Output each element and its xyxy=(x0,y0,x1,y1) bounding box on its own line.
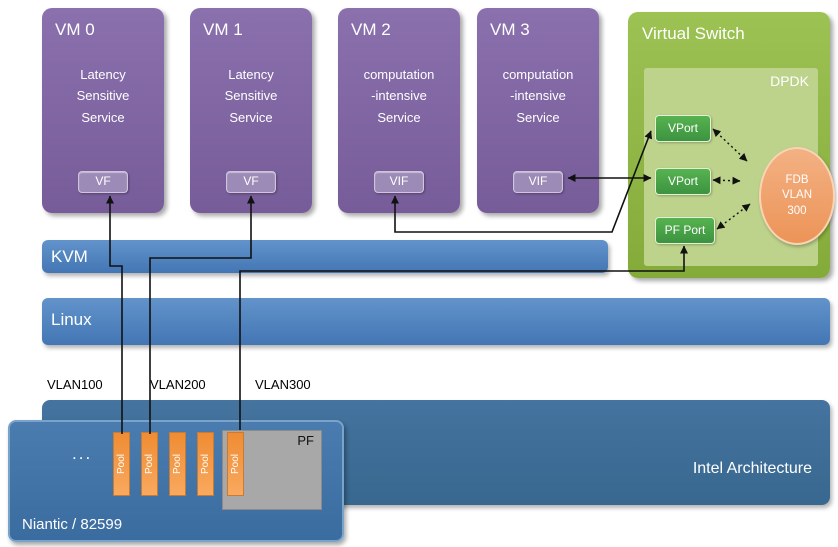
vport2-button: VPort xyxy=(655,168,711,195)
linux-layer: Linux xyxy=(42,298,830,345)
vm0-box: VM 0 Latency Sensitive Service VF xyxy=(42,8,164,213)
vlan300-label: VLAN300 xyxy=(255,377,311,392)
dpdk-box: DPDK VPort VPort PF Port FDB VLAN 300 xyxy=(644,68,835,266)
vm1-title: VM 1 xyxy=(203,20,243,39)
pool-bar: Pool xyxy=(113,432,130,496)
virtual-switch-title: Virtual Switch xyxy=(642,24,745,43)
dpdk-label: DPDK xyxy=(770,73,809,89)
vm0-vf-badge: VF xyxy=(78,171,128,193)
vm3-title: VM 3 xyxy=(490,20,530,39)
pool-bar: Pool xyxy=(197,432,214,496)
kvm-label: KVM xyxy=(51,247,88,266)
pool-bar: Pool xyxy=(169,432,186,496)
vlan200-label: VLAN200 xyxy=(150,377,206,392)
pf-label: PF xyxy=(297,433,314,448)
vm2-vif-badge: VIF xyxy=(374,171,424,193)
vm2-box: VM 2 computation -intensive Service VIF xyxy=(338,8,460,213)
vm1-service: Latency Sensitive Service xyxy=(224,67,278,125)
vm0-title: VM 0 xyxy=(55,20,95,39)
vm3-service: computation -intensive Service xyxy=(502,67,574,125)
pf-port-button: PF Port xyxy=(655,217,715,244)
vm3-box: VM 3 computation -intensive Service VIF xyxy=(477,8,599,213)
vlan100-label: VLAN100 xyxy=(47,377,103,392)
linux-label: Linux xyxy=(51,310,92,329)
vport1-button: VPort xyxy=(655,115,711,142)
vm1-vf-badge: VF xyxy=(226,171,276,193)
fdb-vlan-ellipse: FDB VLAN 300 xyxy=(759,147,835,245)
virtual-switch-box: Virtual Switch DPDK VPort VPort PF Port … xyxy=(628,12,835,278)
kvm-layer: KVM xyxy=(42,240,608,273)
vm3-vif-badge: VIF xyxy=(513,171,563,193)
intel-architecture-label: Intel Architecture xyxy=(692,460,812,477)
pool-bar: Pool xyxy=(227,432,244,496)
vm2-service: computation -intensive Service xyxy=(363,67,435,125)
vm1-box: VM 1 Latency Sensitive Service VF xyxy=(190,8,312,213)
nic-label: Niantic / 82599 xyxy=(22,516,123,533)
vm0-service: Latency Sensitive Service xyxy=(76,67,130,125)
pool-bar: Pool xyxy=(141,432,158,496)
nic-ellipsis: ... xyxy=(72,444,93,463)
vm2-title: VM 2 xyxy=(351,20,391,39)
